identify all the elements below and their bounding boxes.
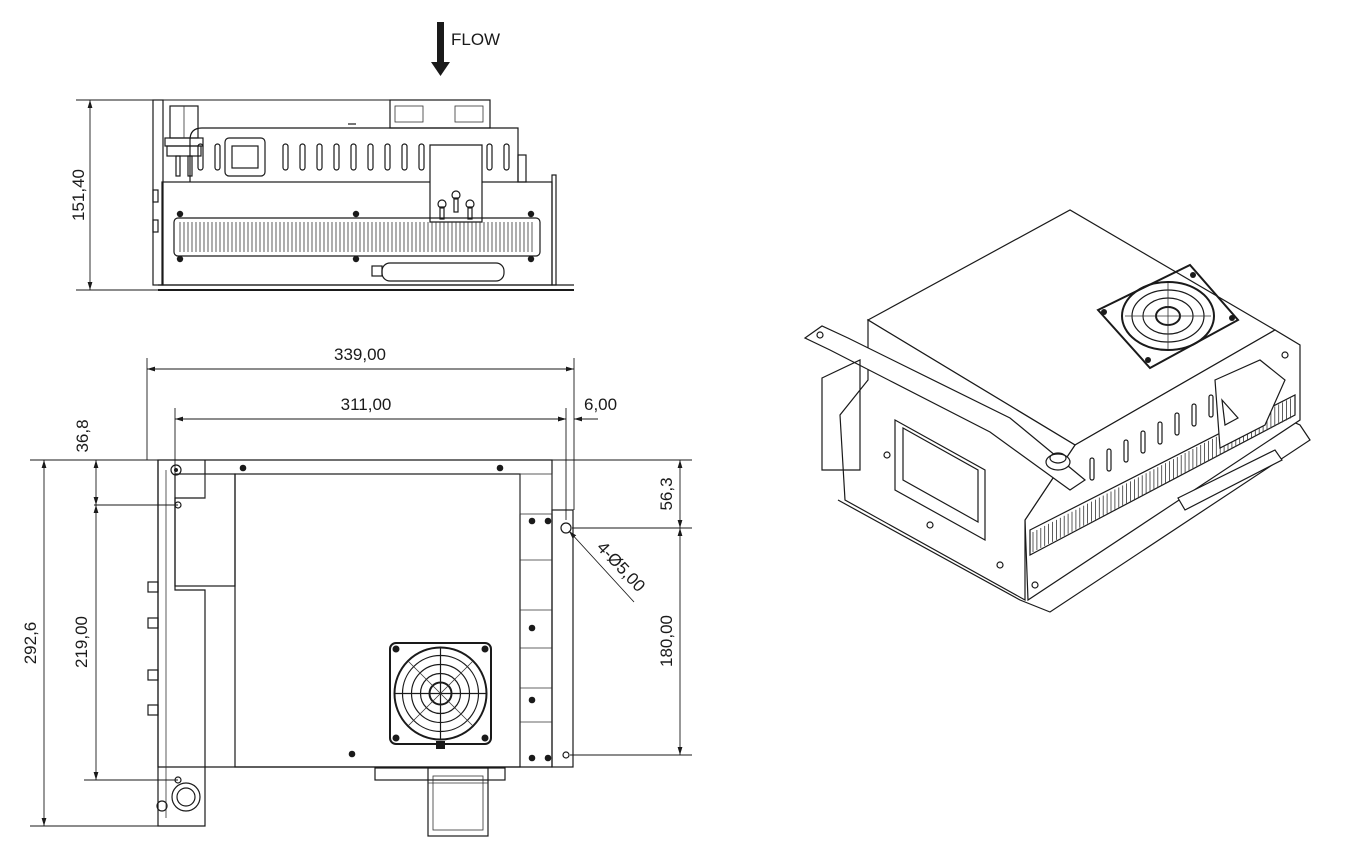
dim-top-offset-right: 56,3 (552, 459, 692, 529)
iso-cable-gland (1045, 453, 1071, 471)
iso-vent-slot (1174, 412, 1180, 436)
dim-hole-spacing-left-label: 219,00 (72, 616, 91, 668)
flow-arrow-shaft (437, 22, 444, 64)
iso-connector (1177, 449, 1283, 511)
dim-overall-width-label: 339,00 (334, 345, 386, 364)
iso-heatsink-fins (1029, 394, 1296, 556)
iso-fin-lines (1032, 398, 1291, 552)
plan-fan-icon (389, 642, 492, 749)
iso-fan-icon (1096, 263, 1240, 370)
heatsink-fins (173, 217, 541, 257)
dim-top-offset-right-label: 56,3 (657, 477, 676, 510)
dim-top-offset-left-label: 36,8 (73, 419, 92, 452)
iso-side-bracket (1214, 359, 1286, 449)
plan-view (147, 459, 574, 837)
plan-cable-gland (171, 782, 201, 812)
iso-vent-slot (1123, 439, 1129, 463)
dim-top-offset-left: 36,8 (73, 419, 178, 506)
iso-vent-slot (1089, 457, 1095, 481)
dim-hole-spacing-left: 219,00 (72, 505, 178, 781)
dim-overall-depth: 292,6 (21, 459, 158, 827)
dim-edge-offset: 6,00 (548, 395, 617, 422)
dim-inner-width-label: 311,00 (341, 395, 392, 414)
heatsink-fin-lines (179, 222, 533, 252)
mount-hole (562, 751, 570, 759)
dim-hole-spacing-right-label: 180,00 (657, 615, 676, 667)
iso-vent-slot (1106, 448, 1112, 472)
dim-side-height-label: 151,40 (69, 169, 88, 221)
side-connector (381, 262, 505, 282)
iso-vent-slot (1157, 421, 1163, 445)
mount-hole (560, 522, 572, 534)
dim-overall-width: 339,00 (146, 345, 575, 510)
side-view (152, 99, 574, 291)
power-inlet (224, 137, 266, 177)
side-mounting-bracket (429, 144, 483, 223)
plan-bottom-bracket (374, 767, 506, 837)
dim-overall-depth-label: 292,6 (21, 622, 40, 665)
iso-vent-slot (1191, 403, 1197, 427)
flow-arrow-icon (431, 62, 450, 76)
isometric-view (803, 209, 1311, 613)
flow-indicator: FLOW (431, 22, 500, 76)
iso-mounting-bracket (803, 325, 1087, 542)
dim-hole-callout: 4-Ø5,00 (568, 530, 649, 603)
iso-vent-slot (1140, 430, 1146, 454)
dim-inner-width: 311,00 (174, 395, 567, 520)
side-vent-slots (197, 143, 510, 171)
dim-hole-spacing-right: 180,00 (570, 528, 692, 756)
dim-side-height: 151,40 (69, 99, 390, 291)
iso-vent-slot (1208, 394, 1214, 418)
dim-edge-offset-label: 6,00 (584, 395, 617, 414)
flow-label: FLOW (451, 30, 500, 49)
